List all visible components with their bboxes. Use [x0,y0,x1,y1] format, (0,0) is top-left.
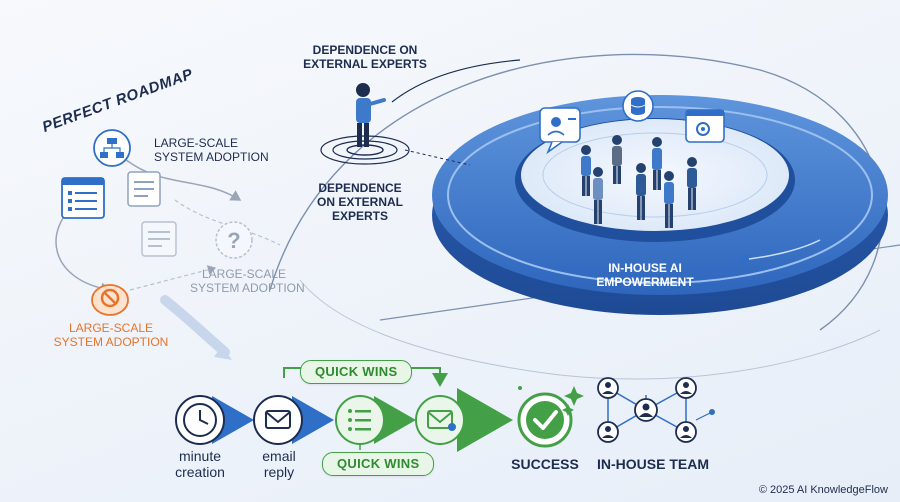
person-figure [593,167,603,224]
list-icon [335,395,385,445]
step-top-line: SYSTEM ADOPTION [154,149,269,164]
email-reply-line: reply [263,464,295,481]
experts-mid-line: EXPERTS [331,208,388,223]
experts-top-label: DEPENDENCE ON EXTERNAL EXPERTS [290,43,440,72]
step-fail-label: LARGE-SCALE SYSTEM ADOPTION [46,321,176,350]
copyright-footer: © 2025 AI KnowledgeFlow [758,484,888,496]
minute-creation-label: minute creation [160,448,240,480]
faded-card-icon [141,221,177,257]
ring-label-line: IN-HOUSE AI [608,261,682,275]
experts-mid-line: ON EXTERNAL [316,194,403,209]
in-house-team-label: IN-HOUSE TEAM [597,456,709,472]
step-fail-line: LARGE-SCALE [68,321,154,335]
person-figure [652,137,662,190]
experts-top-line: DEPENDENCE ON [312,43,418,57]
minute-creation-line: minute [178,448,222,464]
ring-label-line: EMPOWERMENT [596,274,694,289]
step-mid-line: LARGE-SCALE [202,267,287,281]
quick-wins-top-pill: QUICK WINS [300,360,413,384]
person-figure [581,145,591,196]
experts-mid-line: DEPENDENCE [318,181,402,195]
person-figure [636,163,646,220]
question-icon: ? [215,221,253,259]
person-figure [687,157,697,210]
clock-icon [175,395,225,445]
step-fail-line: SYSTEM ADOPTION [53,334,169,349]
document-window-icon [61,177,105,219]
person-figure [664,171,674,228]
external-expert-figure [320,59,521,166]
email-reply-line: email [262,448,296,464]
step-mid-line: SYSTEM ADOPTION [190,280,305,295]
blocked-icon [91,284,129,316]
svg-text:?: ? [227,228,240,253]
ring-label: IN-HOUSE AI EMPOWERMENT [575,261,715,290]
success-label: SUCCESS [511,456,579,472]
step-top-line: LARGE-SCALE [154,136,239,150]
experts-mid-label: DEPENDENCE ON EXTERNAL EXPERTS [300,181,420,223]
quick-wins-bottom-pill: QUICK WINS [322,452,435,476]
org-chart-icon [93,129,131,167]
email-reply-label: email reply [244,448,314,480]
chat-bubble-icon [539,107,581,155]
minute-creation-line: creation [175,464,225,481]
step-mid-label: LARGE-SCALE SYSTEM ADOPTION [190,267,305,296]
team-people [581,135,697,228]
experts-top-line: EXTERNAL EXPERTS [303,56,427,71]
checklist-card-icon [127,171,161,207]
team-network-icon [597,377,715,443]
email-icon [253,395,303,445]
database-icon [622,90,654,122]
person-figure [612,135,622,184]
step-top-label: LARGE-SCALE SYSTEM ADOPTION [154,136,269,165]
settings-window-icon [685,109,725,143]
success-check-icon [517,386,584,448]
email-check-icon [415,395,465,445]
